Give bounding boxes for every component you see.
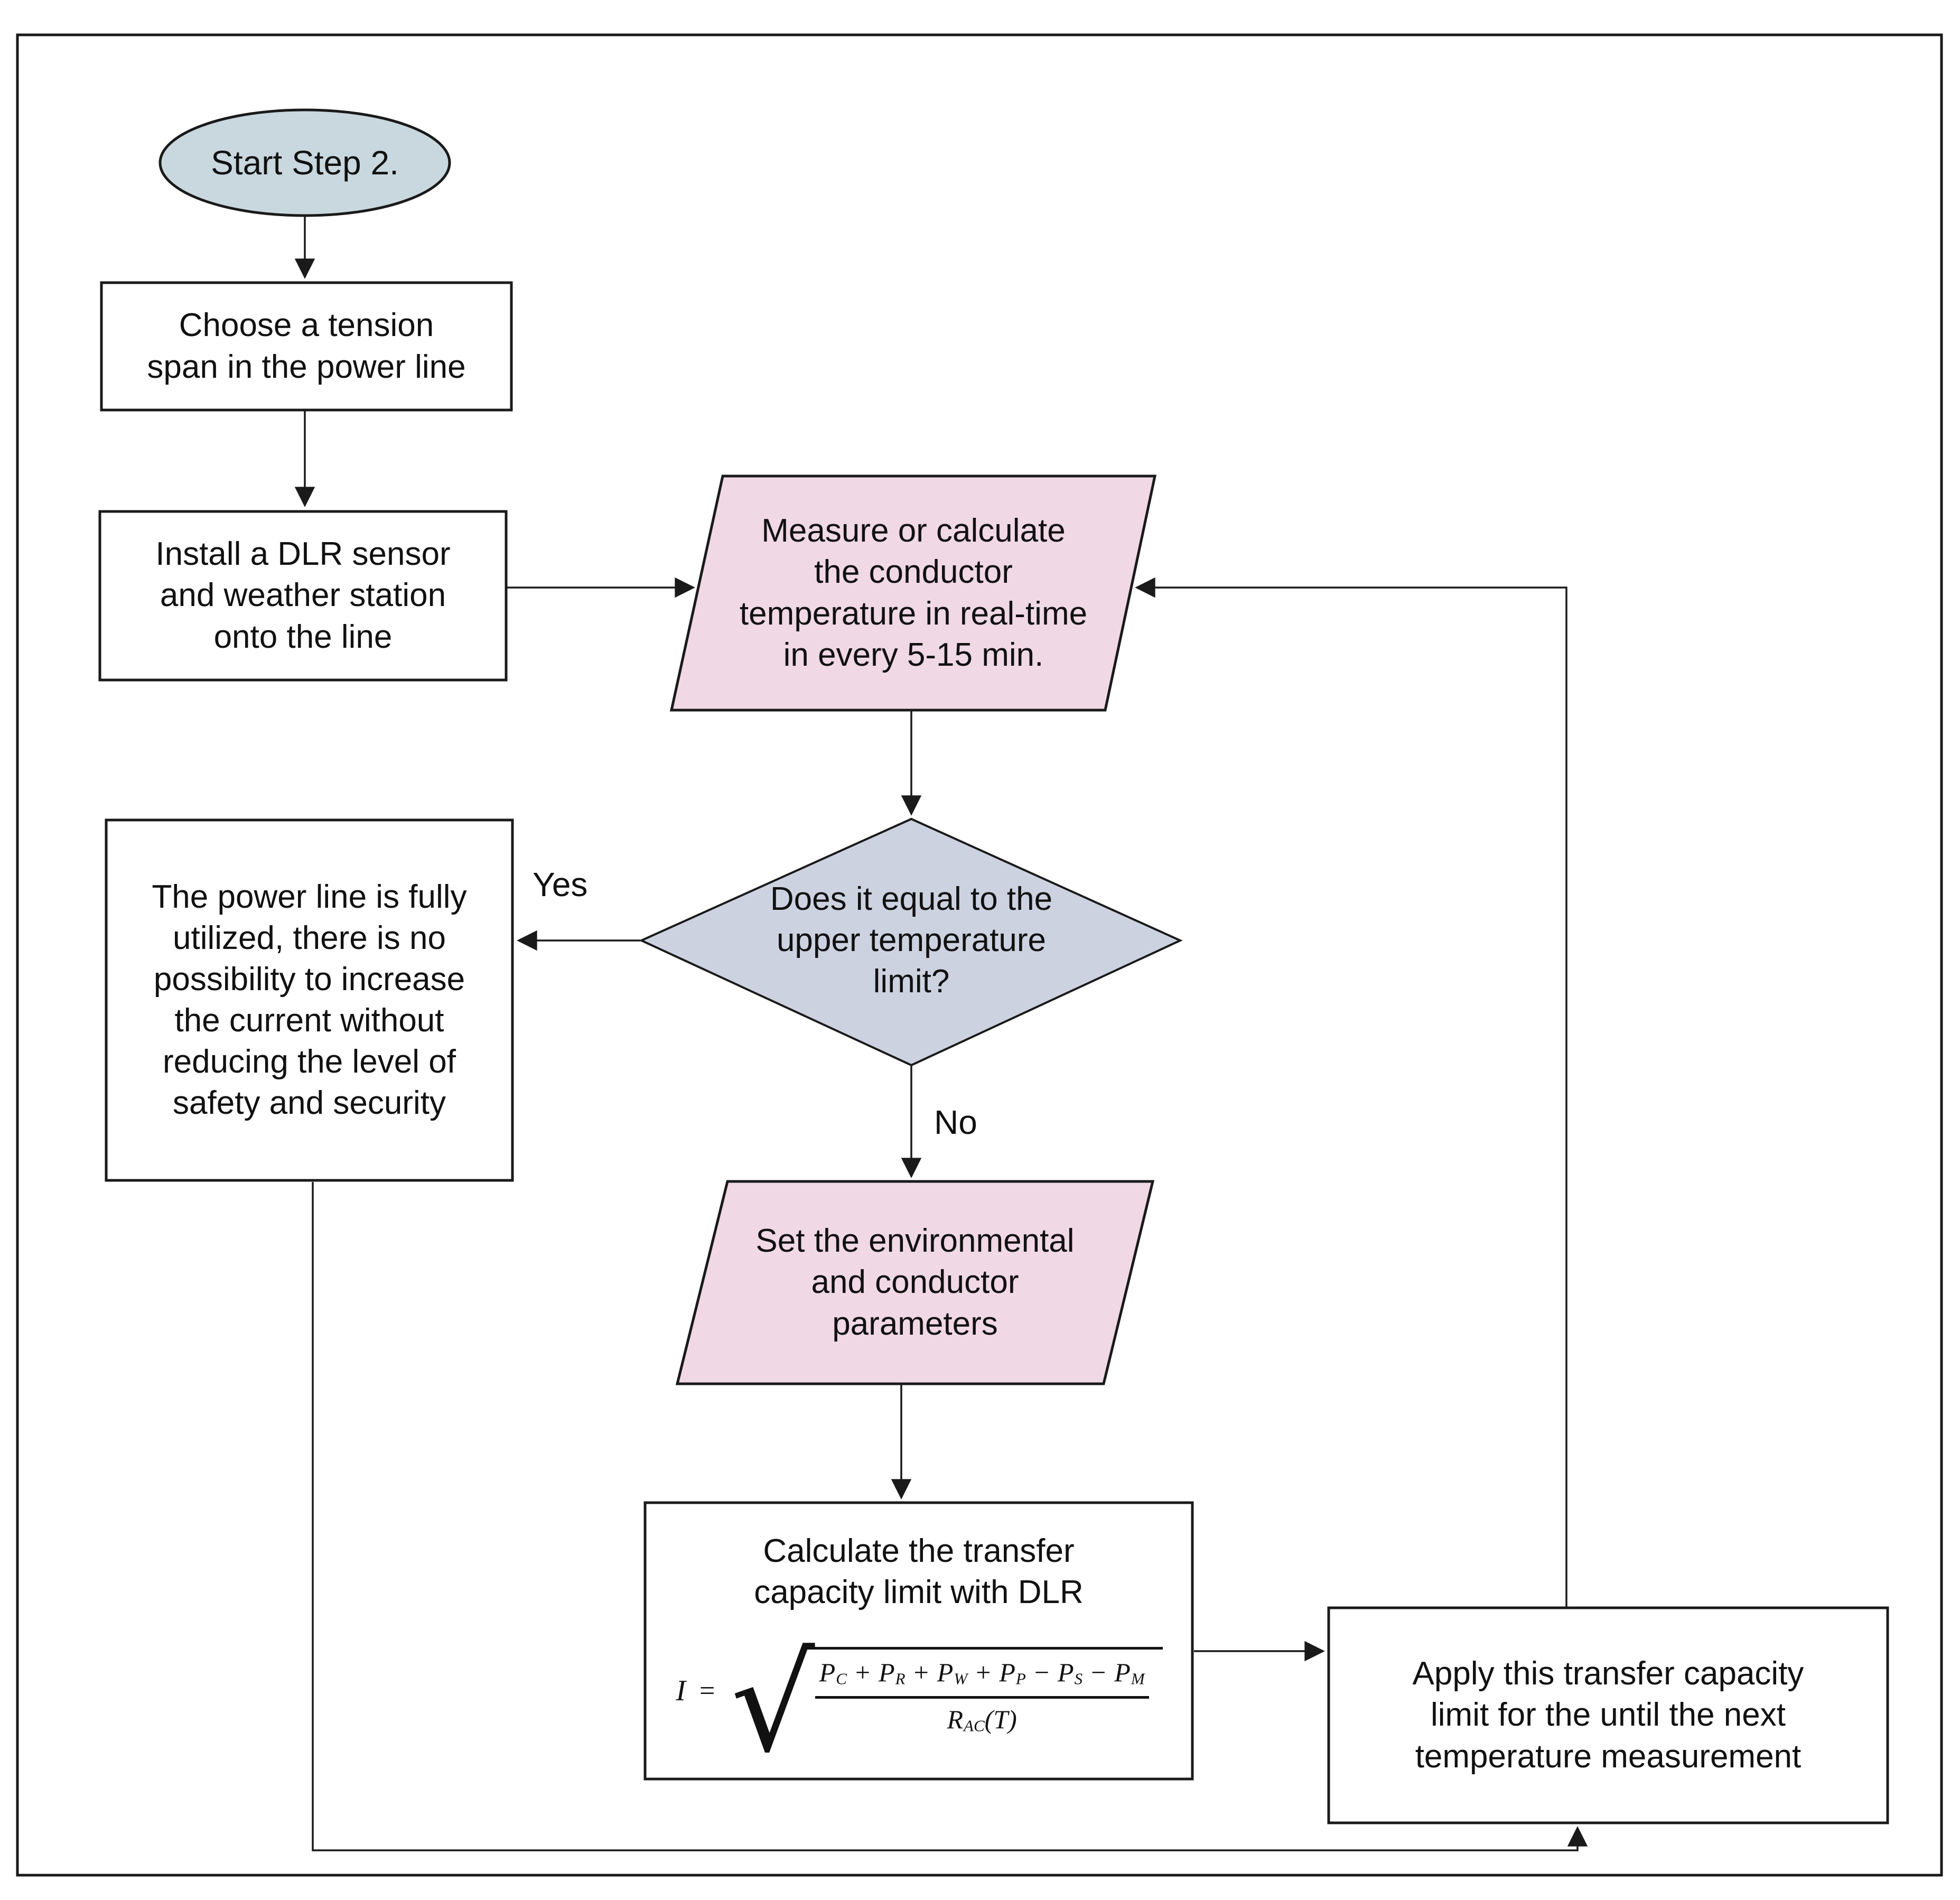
measure-temp-shape — [669, 474, 1157, 712]
measure-temp-label: Measure or calculate the conductor tempe… — [739, 513, 1088, 673]
start-terminator-label: Start Step 2. — [211, 143, 399, 182]
term-pr: P — [879, 1657, 895, 1687]
set-parameters-shape — [675, 1180, 1155, 1385]
temp-limit-decision-shape — [639, 817, 1183, 1067]
calculate-limit-shape — [643, 1501, 1194, 1781]
choose-span-shape — [100, 281, 513, 412]
choose-span-label: Choose a tension span in the power line — [147, 307, 466, 385]
set-parameters-label: Set the environmental and conductor para… — [755, 1223, 1075, 1342]
edge-utilized-loop-to-apply — [312, 1182, 1588, 1851]
term-ps: P — [1058, 1657, 1074, 1687]
term-pc: P — [819, 1657, 836, 1687]
term-pp: P — [999, 1657, 1015, 1687]
diagram-border — [16, 33, 1943, 1877]
start-terminator-shape — [158, 108, 451, 217]
edge-apply-loop-to-measure — [1135, 577, 1567, 1607]
term-pm: P — [1114, 1657, 1131, 1687]
calculate-limit-title: Calculate the transfer capacity limit wi… — [754, 1532, 1084, 1610]
formula-equals: = — [699, 1675, 715, 1706]
apply-limit-label: Apply this transfer capacity limit for t… — [1412, 1655, 1804, 1775]
temp-limit-decision-label: Does it equal to the upper temperature l… — [770, 880, 1053, 1000]
install-sensor-label: Install a DLR sensor and weather station… — [155, 536, 451, 655]
apply-limit-shape — [1327, 1606, 1889, 1824]
no-edge-label: No — [934, 1103, 977, 1141]
fully-utilized-shape — [105, 818, 514, 1182]
term-pw: P — [937, 1657, 954, 1687]
formula-lhs: I — [676, 1674, 686, 1707]
fully-utilized-label: The power line is fully utilized, there … — [152, 878, 467, 1122]
yes-edge-label: Yes — [533, 865, 588, 904]
install-sensor-shape — [98, 510, 508, 682]
